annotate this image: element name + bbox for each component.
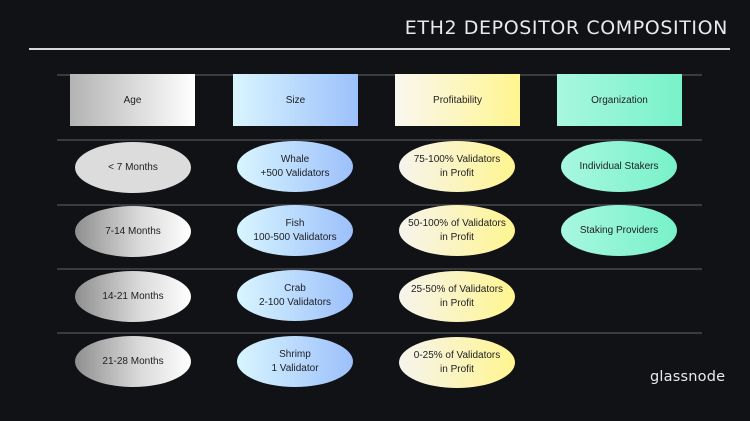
organization-pill: Staking Providers bbox=[561, 205, 677, 256]
profitability-pill: 0-25% of Validators in Profit bbox=[399, 337, 515, 388]
pill-sublabel: in Profit bbox=[440, 297, 474, 309]
header-age: Age bbox=[70, 74, 195, 126]
row-divider bbox=[57, 204, 702, 206]
pill-label: Fish bbox=[285, 218, 305, 229]
pill-sublabel: +500 Validators bbox=[260, 167, 330, 179]
pill-label: Crab bbox=[284, 283, 306, 294]
pill-sublabel: in Profit bbox=[440, 231, 474, 243]
pill-sublabel: 1 Validator bbox=[271, 362, 319, 374]
row-divider bbox=[57, 332, 702, 334]
profitability-pill: 50-100% of Validators in Profit bbox=[399, 205, 515, 256]
pill-label: 14-21 Months bbox=[102, 290, 164, 302]
header-organization: Organization bbox=[557, 74, 682, 126]
pill-label: 75-100% Validators bbox=[413, 154, 501, 165]
profitability-pill: 25-50% of Validators in Profit bbox=[399, 271, 515, 322]
title-underline bbox=[29, 48, 730, 50]
age-pill: < 7 Months bbox=[75, 142, 191, 193]
pill-label: < 7 Months bbox=[108, 161, 158, 173]
row-divider bbox=[57, 74, 702, 76]
size-pill: Fish 100-500 Validators bbox=[237, 205, 353, 256]
organization-pill: Individual Stakers bbox=[561, 141, 677, 192]
pill-label: Individual Stakers bbox=[579, 160, 659, 172]
profitability-pill: 75-100% Validators in Profit bbox=[399, 141, 515, 192]
pill-label: Staking Providers bbox=[579, 224, 659, 236]
pill-label: Whale bbox=[280, 154, 310, 165]
header-profitability: Profitability bbox=[395, 74, 520, 126]
pill-label: 50-100% of Validators bbox=[408, 218, 506, 229]
age-pill: 7-14 Months bbox=[75, 206, 191, 257]
glassnode-logo: glassnode bbox=[650, 369, 726, 385]
header-size: Size bbox=[233, 74, 358, 126]
size-pill: Crab 2-100 Validators bbox=[237, 270, 353, 321]
pill-sublabel: 2-100 Validators bbox=[258, 296, 332, 308]
pill-sublabel: in Profit bbox=[440, 167, 474, 179]
age-pill: 14-21 Months bbox=[75, 271, 191, 322]
pill-sublabel: 100-500 Validators bbox=[253, 231, 337, 243]
pill-label: 25-50% of Validators bbox=[410, 284, 504, 295]
page-title: ETH2 DEPOSITOR COMPOSITION bbox=[404, 17, 728, 39]
row-divider bbox=[57, 139, 702, 141]
pill-label: 21-28 Months bbox=[102, 355, 164, 367]
pill-label: Shrimp bbox=[279, 349, 311, 360]
size-pill: Shrimp 1 Validator bbox=[237, 336, 353, 387]
age-pill: 21-28 Months bbox=[75, 336, 191, 387]
row-divider bbox=[57, 268, 702, 270]
pill-sublabel: in Profit bbox=[440, 363, 474, 375]
size-pill: Whale +500 Validators bbox=[237, 141, 353, 192]
pill-label: 7-14 Months bbox=[105, 225, 161, 237]
pill-label: 0-25% of Validators bbox=[413, 350, 501, 361]
